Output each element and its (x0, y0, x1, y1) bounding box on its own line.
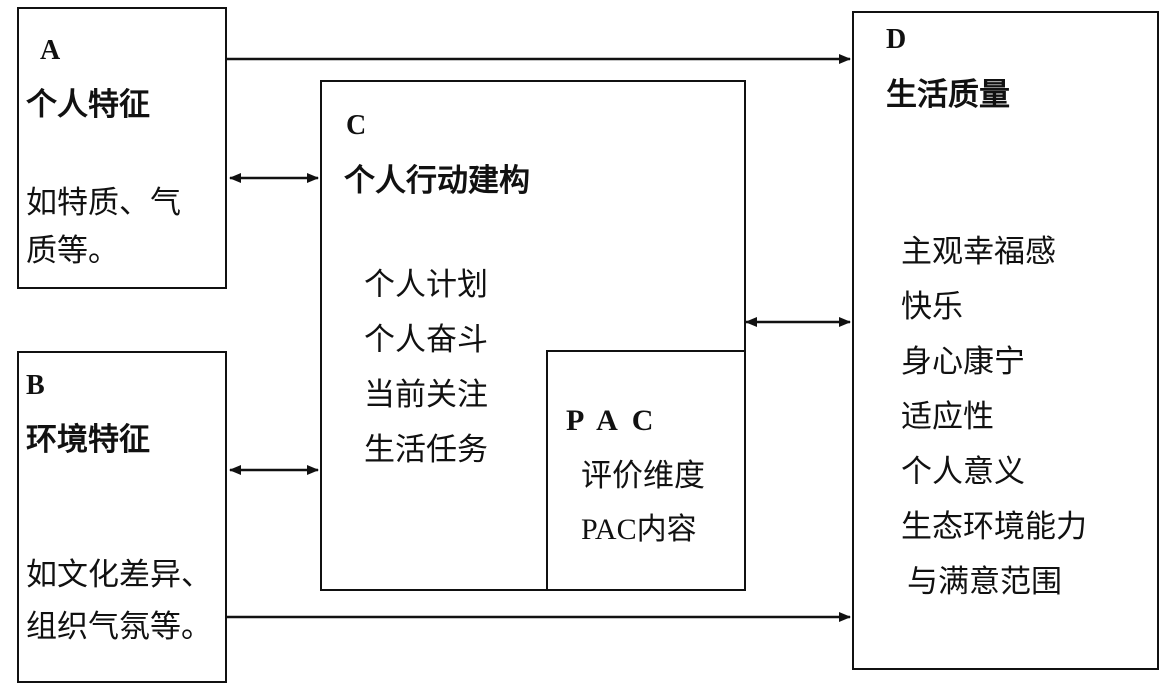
box-c-item-1: 个人计划 (364, 267, 488, 303)
box-c-title: 个人行动建构 (344, 163, 530, 199)
box-d-item-3: 身心康宁 (901, 344, 1025, 380)
pac-line-2: PAC内容 (581, 513, 697, 546)
box-d-letter: D (886, 24, 907, 55)
pac-line-1: 评价维度 (581, 458, 705, 494)
box-a-letter: A (40, 35, 61, 66)
box-c-item-4: 生活任务 (364, 432, 488, 468)
box-d-quality-of-life (852, 11, 1159, 670)
box-pac (546, 350, 746, 591)
box-d-item-5: 个人意义 (901, 454, 1025, 490)
box-b-line-1: 如文化差异、 (26, 557, 212, 593)
box-d-title: 生活质量 (886, 77, 1010, 113)
box-b-title: 环境特征 (26, 422, 150, 458)
box-a-personal-traits (17, 7, 227, 289)
box-a-line-1: 如特质、气 (26, 185, 181, 221)
box-b-letter: B (26, 370, 45, 401)
box-d-item-6: 生态环境能力 (901, 509, 1087, 545)
box-c-item-2: 个人奋斗 (364, 322, 488, 358)
box-a-line-2: 质等。 (26, 233, 119, 269)
pac-title: PAC (566, 404, 668, 437)
box-b-line-2: 组织气氛等。 (26, 609, 212, 645)
box-d-item-1: 主观幸福感 (901, 234, 1056, 270)
box-a-title: 个人特征 (26, 87, 150, 123)
box-c-letter: C (346, 110, 367, 141)
box-d-item-2: 快乐 (901, 289, 963, 325)
box-c-item-3: 当前关注 (364, 377, 488, 413)
box-d-item-4: 适应性 (901, 399, 994, 435)
box-d-item-7: 与满意范围 (907, 564, 1062, 600)
box-b-environment-traits (17, 351, 227, 683)
